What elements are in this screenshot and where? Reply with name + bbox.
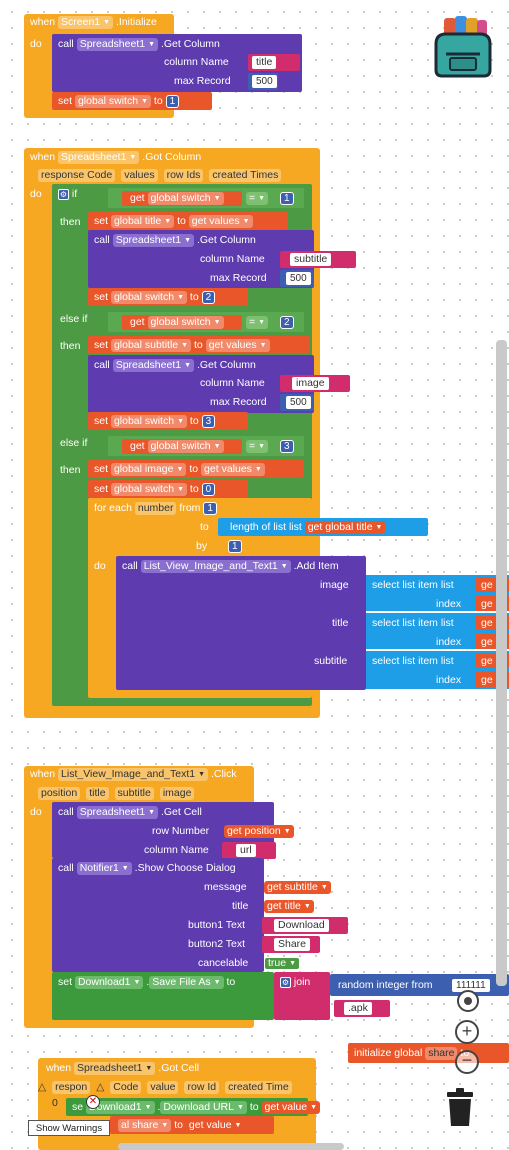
param-response-code[interactable]: response Code <box>38 169 116 182</box>
get-values-1[interactable]: get values▼ <box>188 215 253 228</box>
get-values-2[interactable]: get values▼ <box>205 339 270 352</box>
download-component[interactable]: Download1▼ <box>74 976 144 989</box>
global-name[interactable]: share <box>425 1047 458 1060</box>
param-row-id[interactable]: row Id <box>184 1081 220 1094</box>
notifier-dropdown[interactable]: Notifier1▼ <box>76 862 132 875</box>
compare-op-1[interactable]: =▼ <box>246 192 269 205</box>
get-title-list[interactable]: get global title▼ <box>304 521 386 534</box>
get-switch-2[interactable]: global switch▼ <box>147 316 224 329</box>
compare-value-2[interactable]: 2 <box>280 316 294 329</box>
set-switch-2[interactable]: global switch▼ <box>110 291 187 304</box>
var-dropdown[interactable]: global switch▼ <box>74 95 151 108</box>
error-icon[interactable]: ✕ <box>86 1095 100 1109</box>
get-subtitle[interactable]: get subtitle▼ <box>264 881 331 894</box>
backpack-icon[interactable] <box>428 14 498 78</box>
max-record-value[interactable]: 500 <box>252 75 277 88</box>
param-position[interactable]: position <box>38 787 81 800</box>
listview-dropdown[interactable]: List_View_Image_and_Text1▼ <box>140 560 291 573</box>
collapse-arrow-icon-2[interactable]: △ <box>96 1081 105 1093</box>
set-title-var[interactable]: global title▼ <box>110 215 175 228</box>
param-respon[interactable]: respon <box>52 1081 91 1094</box>
vertical-scrollbar[interactable] <box>496 340 507 986</box>
get-values-3[interactable]: get values▼ <box>201 463 265 476</box>
gc-call-target-1[interactable]: Spreadsheet1▼ <box>112 234 195 247</box>
save-file-as-prop[interactable]: Save File As▼ <box>149 976 224 989</box>
component-dropdown[interactable]: Screen1▼ <box>58 16 114 29</box>
max-record-label: max Record <box>174 75 231 87</box>
warning-count: 0 <box>52 1097 58 1109</box>
url-value[interactable]: url <box>236 844 256 857</box>
compare-value-3[interactable]: 3 <box>280 440 294 453</box>
share-var[interactable]: al share▼ <box>118 1119 172 1132</box>
get-switch-1[interactable]: global switch▼ <box>147 192 224 205</box>
col-image-value[interactable]: image <box>292 377 329 390</box>
spreadsheet-dropdown[interactable]: Spreadsheet1▼ <box>76 38 159 51</box>
max-record-1[interactable]: 500 <box>286 272 311 285</box>
gcell-component[interactable]: Spreadsheet1▼ <box>74 1062 156 1075</box>
random-from[interactable]: 111111 <box>452 979 490 992</box>
set-image-var[interactable]: global image▼ <box>110 463 187 476</box>
loop-var[interactable]: number <box>134 502 177 515</box>
param-row-ids[interactable]: row Ids <box>163 169 204 182</box>
max-record-2[interactable]: 500 <box>286 396 311 409</box>
set-switch-0[interactable]: global switch▼ <box>110 483 187 496</box>
lv-component-dropdown[interactable]: List_View_Image_and_Text1▼ <box>58 768 209 781</box>
switch-value[interactable]: 1 <box>165 95 180 108</box>
set-switch-3[interactable]: global switch▼ <box>110 415 187 428</box>
share-text[interactable]: Share <box>274 938 311 951</box>
get-value[interactable]: get value▼ <box>261 1101 321 1114</box>
zoom-out-icon[interactable]: − <box>455 1050 479 1074</box>
get-switch-3[interactable]: global switch▼ <box>147 440 224 453</box>
param-values[interactable]: values <box>121 169 158 182</box>
length-of-list-label: length of list list <box>230 521 302 533</box>
show-warnings-button[interactable]: Show Warnings <box>28 1120 110 1136</box>
get-value-2[interactable]: get value▼ <box>185 1119 245 1132</box>
gear-icon[interactable]: ⚙ <box>58 189 69 200</box>
column-name-label: column Name <box>164 56 229 68</box>
get-title[interactable]: get title▼ <box>264 900 314 913</box>
join-gear-icon[interactable]: ⚙ <box>280 977 291 988</box>
compare-value-1[interactable]: 1 <box>280 192 294 205</box>
gc-component-dropdown[interactable]: Spreadsheet1▼ <box>58 151 140 164</box>
download-text[interactable]: Download <box>274 919 329 932</box>
param-subtitle[interactable]: subtitle <box>114 787 154 800</box>
param-created-time[interactable]: created Time <box>225 1081 292 1094</box>
collapse-arrow-icon[interactable]: △ <box>38 1081 47 1093</box>
cancelable-true[interactable]: true▼ <box>264 957 301 970</box>
param-title[interactable]: title <box>86 787 109 800</box>
param-created-times[interactable]: created Times <box>209 169 282 182</box>
warning-icon[interactable]: ⚠ <box>38 1096 48 1108</box>
when-keyword: when <box>30 16 56 28</box>
get-position[interactable]: get position▼ <box>224 825 294 838</box>
set-subtitle-var[interactable]: global subtitle▼ <box>110 339 192 352</box>
compare-op-2[interactable]: =▼ <box>246 316 269 329</box>
trash-icon[interactable] <box>444 1088 476 1128</box>
do-label: do <box>30 38 42 50</box>
gc-call-target-2[interactable]: Spreadsheet1▼ <box>112 359 195 372</box>
download-url-prop[interactable]: Download URL▼ <box>160 1101 247 1114</box>
param-code[interactable]: Code <box>110 1081 142 1094</box>
horizontal-scrollbar[interactable] <box>118 1143 344 1150</box>
column-name-value[interactable]: title <box>252 56 277 69</box>
apk-text[interactable]: .apk <box>344 1002 372 1015</box>
gc2-target[interactable]: Spreadsheet1▼ <box>76 806 159 819</box>
param-image[interactable]: image <box>159 787 195 800</box>
compare-op-3[interactable]: =▼ <box>246 440 269 453</box>
show-choose-dialog-call[interactable] <box>52 858 264 972</box>
event-name: .Initialize <box>116 16 157 28</box>
add-item-call[interactable] <box>116 556 366 690</box>
col-subtitle-value[interactable]: subtitle <box>290 253 332 266</box>
param-value[interactable]: value <box>147 1081 179 1094</box>
gcell-download[interactable]: Download1▼ <box>86 1101 155 1114</box>
zoom-in-icon[interactable]: + <box>455 1020 479 1044</box>
